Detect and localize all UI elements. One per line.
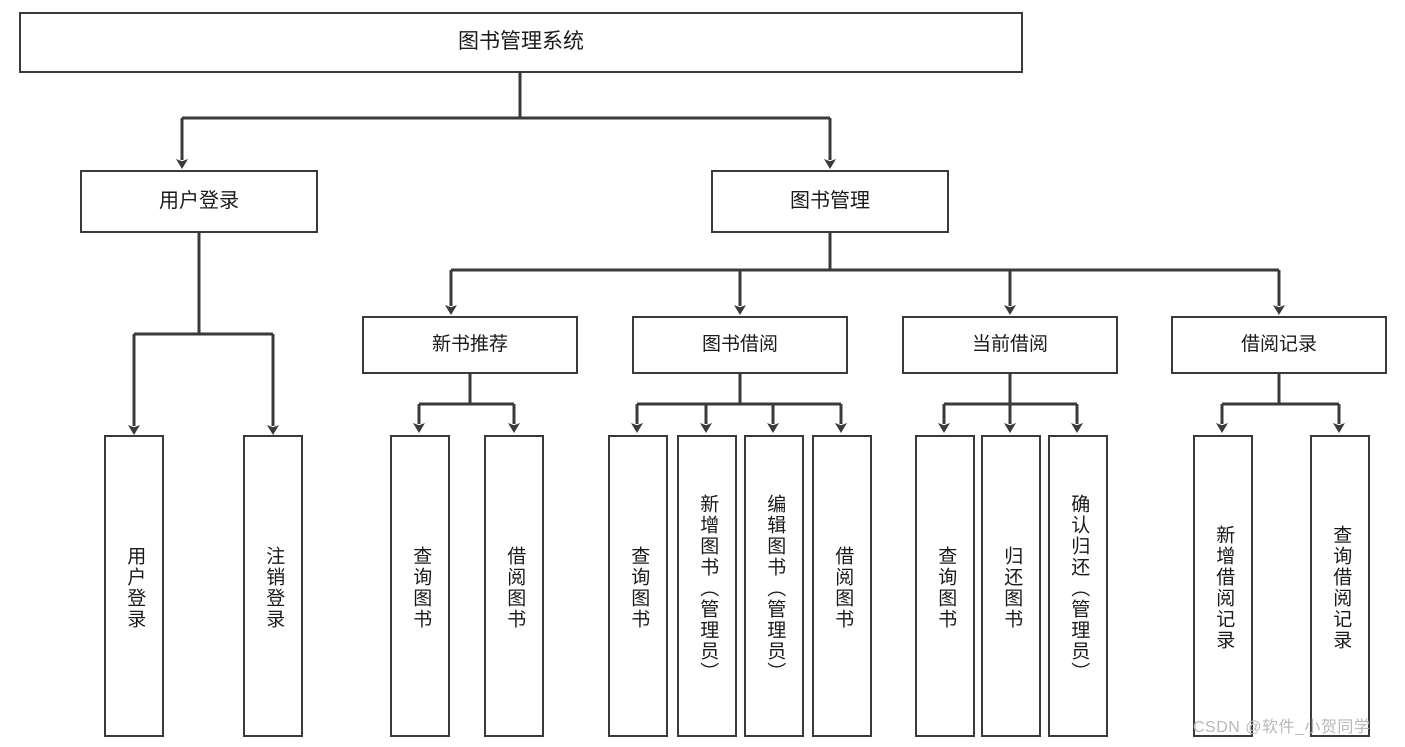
- leaf-query-borrow-record[interactable]: 查询借阅记录: [1310, 435, 1370, 737]
- node-label: 查询借阅记录: [1330, 525, 1352, 651]
- node-label: 图书借阅: [701, 333, 778, 355]
- node-label: 当前借阅: [971, 333, 1048, 355]
- node-label: 图书管理: [790, 189, 870, 212]
- node-label: 借阅图书: [504, 546, 526, 630]
- node-label: 新增图书（管理员）: [697, 493, 719, 683]
- node-label: 用户登录: [124, 546, 146, 630]
- node-label: 编辑图书（管理员）: [764, 493, 786, 683]
- leaf-user-login[interactable]: 用户登录: [104, 435, 164, 737]
- leaf-borrow-book[interactable]: 借阅图书: [812, 435, 872, 737]
- leaf-edit-book-admin[interactable]: 编辑图书（管理员）: [744, 435, 804, 737]
- leaf-borrow-book-rec[interactable]: 借阅图书: [484, 435, 544, 737]
- node-user-login[interactable]: 用户登录: [80, 170, 318, 233]
- node-label: 新书推荐: [431, 333, 508, 355]
- leaf-add-book-admin[interactable]: 新增图书（管理员）: [677, 435, 737, 737]
- leaf-query-book-borrow[interactable]: 查询图书: [608, 435, 668, 737]
- leaf-add-borrow-record[interactable]: 新增借阅记录: [1193, 435, 1253, 737]
- node-label: 新增借阅记录: [1213, 525, 1235, 651]
- node-current-borrow[interactable]: 当前借阅: [902, 316, 1118, 374]
- node-book-borrow[interactable]: 图书借阅: [632, 316, 848, 374]
- node-borrow-record[interactable]: 借阅记录: [1171, 316, 1387, 374]
- leaf-query-book-rec[interactable]: 查询图书: [390, 435, 450, 737]
- node-root-system[interactable]: 图书管理系统: [19, 12, 1023, 73]
- leaf-logout[interactable]: 注销登录: [243, 435, 303, 737]
- node-label: 用户登录: [159, 189, 239, 212]
- node-label: 查询图书: [935, 546, 957, 630]
- node-label: 借阅图书: [832, 546, 854, 630]
- node-label: 确认归还（管理员）: [1068, 493, 1090, 683]
- leaf-confirm-return-admin[interactable]: 确认归还（管理员）: [1048, 435, 1108, 737]
- watermark-text: CSDN @软件_小贺同学: [1193, 719, 1371, 736]
- node-new-book-recommendation[interactable]: 新书推荐: [362, 316, 578, 374]
- node-label: 归还图书: [1001, 546, 1023, 630]
- node-label: 查询图书: [410, 546, 432, 630]
- node-book-management[interactable]: 图书管理: [711, 170, 949, 233]
- leaf-return-book[interactable]: 归还图书: [981, 435, 1041, 737]
- node-label: 查询图书: [628, 546, 650, 630]
- node-label: 图书管理系统: [458, 30, 584, 54]
- leaf-query-book-current[interactable]: 查询图书: [915, 435, 975, 737]
- node-label: 借阅记录: [1240, 333, 1317, 355]
- node-label: 注销登录: [263, 546, 285, 630]
